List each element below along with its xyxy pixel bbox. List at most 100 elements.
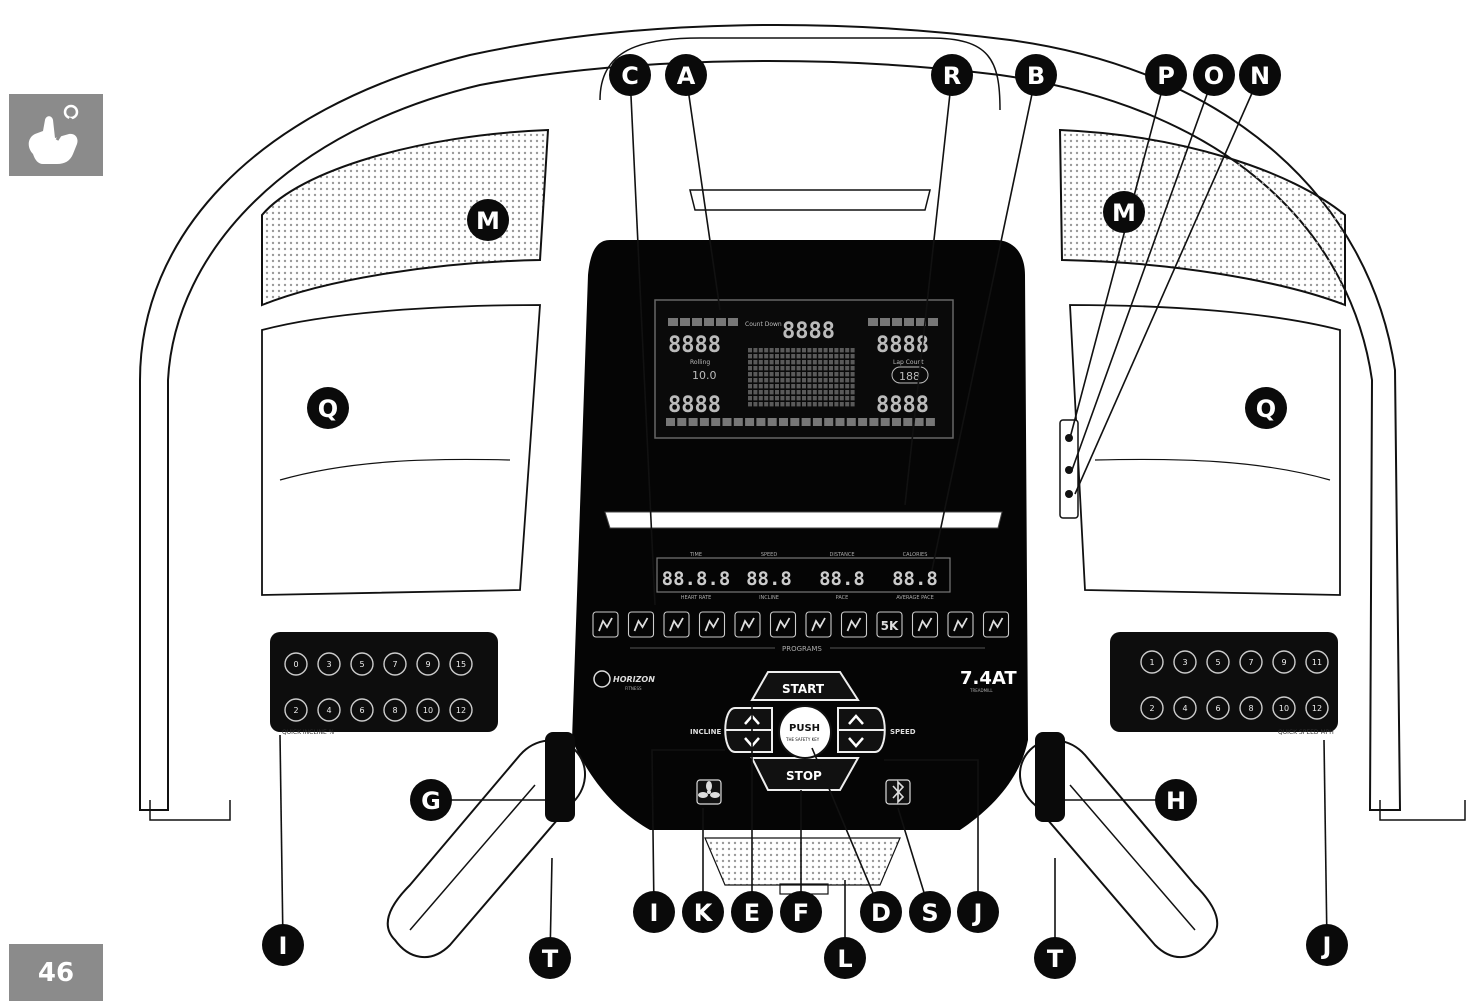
lcd-cell — [748, 348, 752, 353]
quick-incline-key-9[interactable]: 9 — [416, 652, 440, 676]
quick-incline-key-2[interactable]: 2 — [284, 698, 308, 722]
port-o[interactable] — [1065, 466, 1073, 474]
quick-speed-key-8[interactable]: 8 — [1239, 696, 1263, 720]
lcd-cell — [758, 402, 763, 407]
led-bottom-label: INCLINE — [759, 595, 779, 601]
quick-speed-key-4[interactable]: 4 — [1173, 696, 1197, 720]
lcd-cell — [769, 384, 774, 389]
program-profile-icon — [633, 617, 649, 632]
callout-m: M — [1103, 191, 1145, 233]
lcd-cell — [839, 372, 844, 377]
quick-speed-key-3[interactable]: 3 — [1173, 650, 1197, 674]
left-speed-wheel[interactable] — [545, 732, 575, 822]
lcd-cell — [764, 354, 769, 359]
lcd-strip-cell — [916, 318, 926, 326]
safety-key[interactable] — [778, 705, 832, 759]
start-button[interactable] — [750, 671, 860, 701]
lcd-cell — [758, 348, 763, 353]
lcd-strip-cell — [914, 418, 924, 426]
lcd-lap-value: 188 — [899, 370, 920, 383]
quick-incline-key-12[interactable]: 12 — [449, 698, 473, 722]
program-button-12[interactable] — [982, 611, 1010, 638]
quick-incline-key-0[interactable]: 0 — [284, 652, 308, 676]
lcd-cell — [764, 390, 769, 395]
program-button-1[interactable] — [592, 611, 619, 638]
lcd-strip-cell — [835, 418, 845, 426]
program-button-8[interactable] — [840, 611, 868, 638]
quick-incline-key-5[interactable]: 5 — [350, 652, 374, 676]
quick-incline-key-10[interactable]: 10 — [416, 698, 440, 722]
lcd-cell — [850, 384, 855, 389]
lcd-cell — [850, 402, 855, 407]
leader-line — [1069, 74, 1167, 439]
lcd-cell — [758, 396, 763, 401]
program-button-9[interactable]: 5K — [876, 611, 903, 638]
quick-speed-key-10[interactable]: 10 — [1272, 696, 1296, 720]
lcd-cell — [834, 396, 839, 401]
lcd-cell — [839, 348, 844, 353]
program-button-2[interactable] — [627, 611, 655, 638]
speed-down-icon[interactable] — [848, 737, 864, 748]
quick-speed-key-5[interactable]: 5 — [1206, 650, 1230, 674]
quick-incline-key-label: 9 — [425, 660, 430, 669]
lcd-cell — [764, 366, 769, 371]
quick-incline-key-7[interactable]: 7 — [383, 652, 407, 676]
quick-incline-key-15[interactable]: 15 — [449, 652, 473, 676]
program-button-5[interactable] — [734, 611, 761, 638]
lcd-cell — [845, 360, 850, 365]
callout-letter: T — [1047, 945, 1064, 973]
quick-speed-key-11[interactable]: 11 — [1305, 650, 1329, 674]
quick-incline-key-4[interactable]: 4 — [317, 698, 341, 722]
quick-speed-label: QUICK SPEED MPH — [1278, 729, 1334, 736]
svg-text:START: START — [782, 682, 825, 696]
program-button-7[interactable] — [805, 611, 832, 638]
quick-incline-key-6[interactable]: 6 — [350, 698, 374, 722]
quick-speed-key-9[interactable]: 9 — [1272, 650, 1296, 674]
lcd-cell — [796, 366, 801, 371]
port-n[interactable] — [1065, 490, 1073, 498]
port-p[interactable] — [1065, 434, 1073, 442]
lcd-cell — [845, 354, 850, 359]
quick-speed-key-label: 5 — [1215, 658, 1220, 667]
lcd-cell — [802, 384, 806, 389]
lcd-strip-cell — [711, 418, 721, 426]
right-incline-wheel[interactable] — [1035, 732, 1065, 822]
lcd-cell — [753, 354, 758, 359]
stop-button[interactable] — [750, 757, 860, 791]
quick-incline-key-3[interactable]: 3 — [317, 652, 341, 676]
lcd-cell — [753, 372, 758, 377]
program-button-10[interactable] — [911, 611, 939, 638]
lcd-cell — [748, 384, 752, 389]
quick-speed-key-1[interactable]: 1 — [1140, 650, 1164, 674]
lcd-strip-cell — [677, 418, 687, 426]
callout-letter: F — [793, 899, 809, 927]
program-button-4[interactable] — [698, 611, 726, 638]
quick-incline-key-label: 12 — [456, 706, 466, 715]
program-button-3[interactable] — [663, 611, 690, 638]
lcd-strip-cell — [680, 318, 690, 326]
brand-logo: HORIZON — [613, 675, 655, 684]
lcd-cell — [753, 390, 758, 395]
quick-speed-key-2[interactable]: 2 — [1140, 696, 1164, 720]
quick-incline-key-label: 4 — [326, 706, 331, 715]
speed-up-icon[interactable] — [848, 714, 864, 725]
lcd-cell — [775, 354, 779, 359]
quick-speed-key-6[interactable]: 6 — [1206, 696, 1230, 720]
led-value: 88.8 — [746, 568, 792, 590]
lcd-cell — [845, 366, 850, 371]
lcd-cell — [818, 360, 823, 365]
quick-incline-key-8[interactable]: 8 — [383, 698, 407, 722]
program-button-11[interactable] — [947, 611, 974, 638]
lcd-cell — [758, 366, 763, 371]
quick-speed-key-7[interactable]: 7 — [1239, 650, 1263, 674]
program-button-6[interactable] — [769, 611, 797, 638]
callout-letter: T — [542, 945, 559, 973]
lcd-cell — [769, 360, 774, 365]
quick-speed-key-12[interactable]: 12 — [1305, 696, 1329, 720]
quick-incline-key-label: 8 — [392, 706, 397, 715]
program-profile-icon — [953, 617, 968, 632]
